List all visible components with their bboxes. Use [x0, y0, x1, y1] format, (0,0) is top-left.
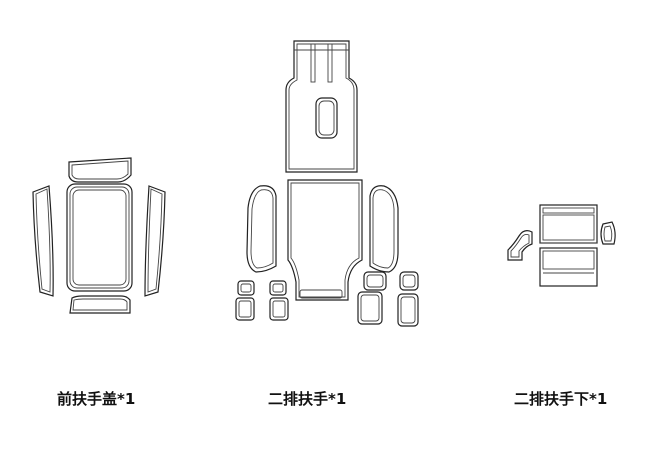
- piece-small-clips-left: [235, 280, 289, 321]
- piece-small-clips-right: [357, 271, 419, 327]
- part-label-front-armrest-cover: 前扶手盖*1: [57, 390, 136, 408]
- piece-right-clip: [600, 221, 616, 245]
- part-label-second-row-armrest: 二排扶手*1: [268, 390, 347, 408]
- piece-center-panel: [66, 183, 133, 292]
- piece-top-cap: [68, 157, 132, 183]
- piece-left-strip: [32, 185, 54, 297]
- piece-upper-box: [539, 204, 598, 244]
- part-label-second-row-armrest-lower: 二排扶手下*1: [514, 390, 608, 408]
- piece-right-strip: [144, 185, 166, 297]
- piece-upper-panel: [285, 40, 358, 173]
- piece-lower-panel: [287, 179, 363, 301]
- second-row-armrest-drawing: [235, 40, 419, 327]
- piece-left-hook: [507, 230, 533, 261]
- piece-left-wing: [246, 185, 277, 273]
- piece-lower-box: [539, 247, 598, 287]
- second-row-armrest-lower-drawing: [507, 204, 616, 287]
- front-armrest-cover-drawing: [32, 157, 166, 314]
- piece-bottom-cap: [69, 295, 131, 314]
- piece-right-wing: [369, 185, 399, 273]
